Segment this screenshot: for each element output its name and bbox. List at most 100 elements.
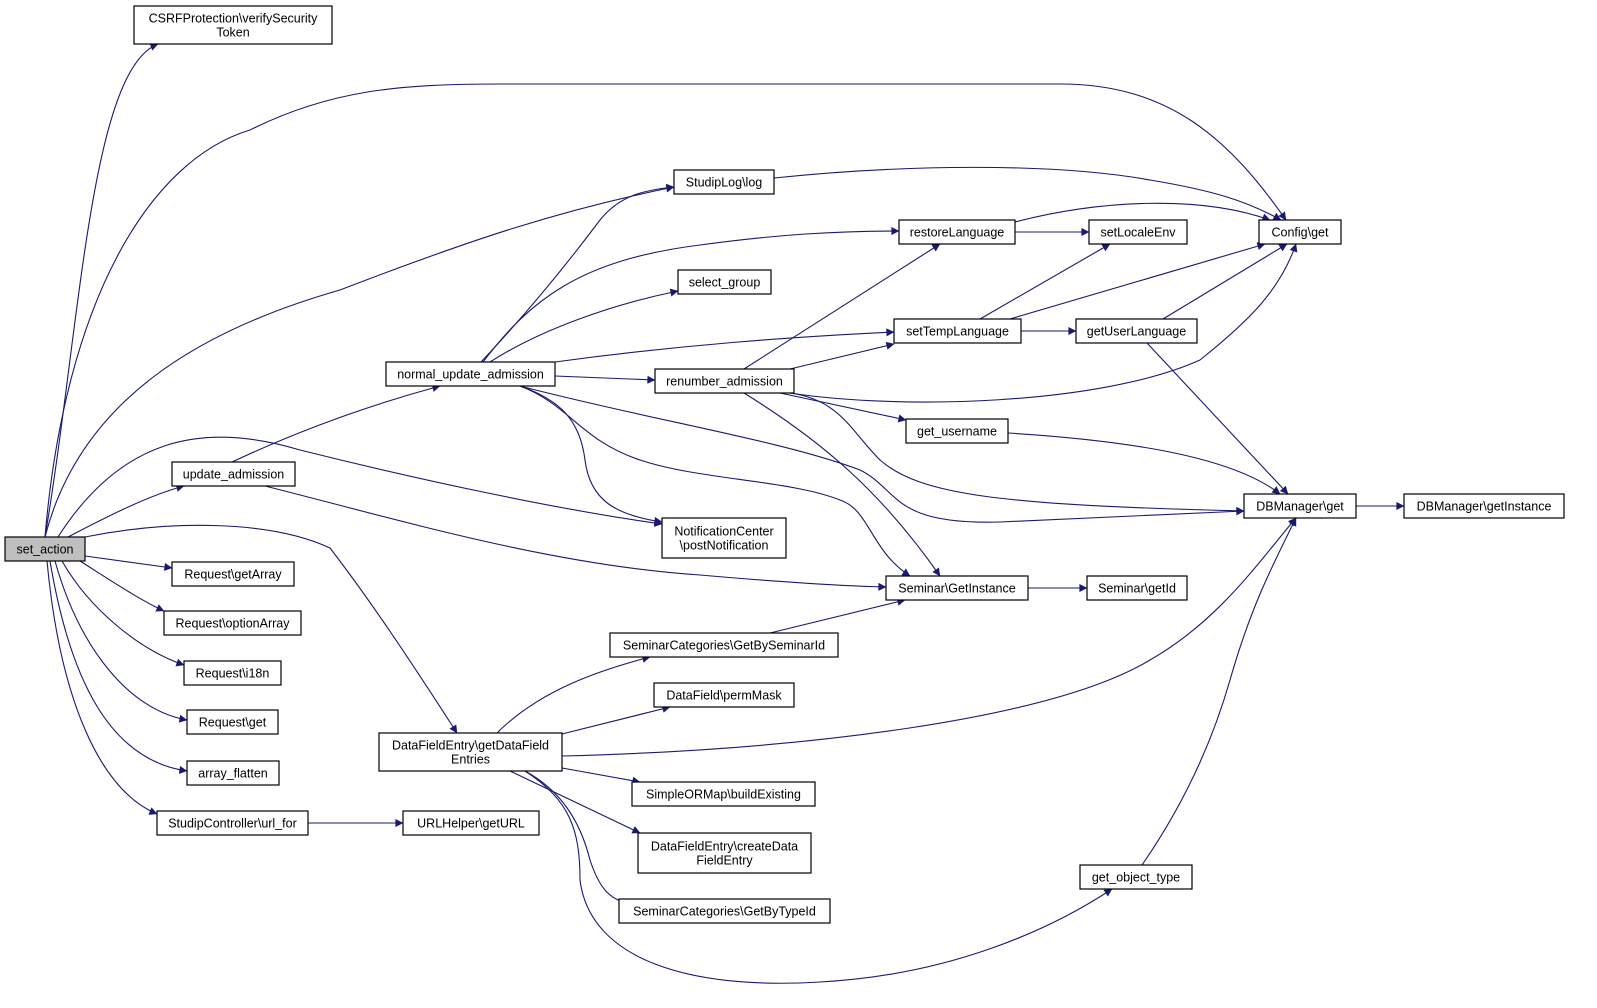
node-box <box>183 660 282 686</box>
edge-set_action-to-notification <box>57 436 663 538</box>
node-box <box>905 418 1009 444</box>
edge-dfe_get-to-dbm_get <box>561 517 1297 757</box>
edge-normal_update-to-seminar_getInstance <box>519 385 911 577</box>
node-set-action[interactable]: set_action <box>4 536 86 562</box>
node-label: FieldEntry <box>696 854 753 868</box>
edge-arrow <box>482 227 900 363</box>
edge-dfe_get-to-get_object_type <box>524 770 1113 984</box>
edge-arrow <box>44 184 675 538</box>
edge-normal_update-to-setTempLanguage <box>554 328 895 363</box>
node-seminar-getInstance[interactable]: Seminar\GetInstance <box>885 575 1029 601</box>
edge-studiplog-to-config_get <box>773 166 1282 221</box>
node-config-get[interactable]: Config\get <box>1258 219 1342 245</box>
edge-dfe_get-to-dfe_create <box>509 770 641 834</box>
node-box <box>171 561 295 587</box>
edge-arrow <box>231 384 441 463</box>
node-getUserLanguage[interactable]: getUserLanguage <box>1075 318 1198 344</box>
edge-set_action-to-url_for <box>46 560 158 815</box>
node-label: select_group <box>689 276 761 290</box>
node-label: renumber_admission <box>666 375 783 389</box>
node-dbm-get[interactable]: DBManager\get <box>1243 493 1357 519</box>
node-label: Entries <box>451 753 490 767</box>
edges-layer <box>44 43 1405 984</box>
edge-arrow <box>84 524 458 734</box>
node-label: Request\get <box>199 716 267 730</box>
node-label: Request\optionArray <box>176 617 291 631</box>
node-label: \postNotification <box>680 539 769 553</box>
node-normal-update[interactable]: normal_update_admission <box>385 361 556 387</box>
edge-arrow <box>1014 202 1271 223</box>
node-box <box>898 219 1016 245</box>
node-box <box>609 632 839 658</box>
node-label: Seminar\getId <box>1098 582 1176 596</box>
edge-arrow <box>1141 517 1297 866</box>
node-sorm-build[interactable]: SimpleORMap\buildExisting <box>631 781 816 807</box>
node-notification[interactable]: NotificationCenter\postNotification <box>661 517 787 559</box>
edge-semcat_bySem-to-seminar_getInstance <box>769 597 906 634</box>
node-req-get[interactable]: Request\get <box>186 709 279 735</box>
node-label: DataFieldEntry\createData <box>651 840 798 854</box>
edge-arrow <box>1146 342 1289 495</box>
node-req-optionArray[interactable]: Request\optionArray <box>163 610 302 636</box>
node-get-username[interactable]: get_username <box>905 418 1009 444</box>
node-urlhelper[interactable]: URLHelper\getURL <box>402 810 540 836</box>
edge-arrow <box>519 385 911 577</box>
edge-arrow <box>1009 242 1266 320</box>
edge-normal_update-to-studiplog <box>480 183 675 363</box>
edge-arrow <box>773 166 1282 221</box>
edge-arrow <box>44 43 159 538</box>
edge-arrow <box>561 767 641 785</box>
edge-arrow <box>49 560 188 774</box>
node-semcat-bySem[interactable]: SeminarCategories\GetBySeminarId <box>609 632 839 658</box>
edge-update_admission-to-normal_update <box>231 384 441 463</box>
edge-arrow <box>1162 243 1288 320</box>
edge-setTempLanguage-to-setLocaleEnv <box>979 243 1111 320</box>
edge-renumber-to-restoreLanguage <box>743 243 941 370</box>
edge-get_object_type-to-dbm_get <box>1141 517 1297 866</box>
node-array-flatten[interactable]: array_flatten <box>186 760 280 786</box>
node-update-admission[interactable]: update_admission <box>171 461 296 487</box>
edge-arrow <box>44 83 1287 538</box>
node-box <box>637 832 812 874</box>
node-req-getArray[interactable]: Request\getArray <box>171 561 295 587</box>
edge-arrow <box>1007 432 1281 495</box>
edge-set_action-to-req_i18n <box>61 560 185 667</box>
node-box <box>186 760 280 786</box>
edge-arrow <box>789 243 1298 403</box>
node-req-i18n[interactable]: Request\i18n <box>183 660 282 686</box>
node-label: set_action <box>17 543 74 557</box>
node-setLocaleEnv[interactable]: setLocaleEnv <box>1088 219 1188 245</box>
node-label: normal_update_admission <box>397 368 544 382</box>
edge-arrow <box>57 436 663 538</box>
edge-arrow <box>743 243 941 370</box>
node-datafield-perm[interactable]: DataField\permMask <box>653 682 795 708</box>
node-box <box>1075 318 1198 344</box>
node-seminar-getId[interactable]: Seminar\getId <box>1086 575 1188 601</box>
node-url-for[interactable]: StudipController\url_for <box>156 810 309 836</box>
edge-set_action-to-dfe_get <box>84 524 458 734</box>
node-get-object-type[interactable]: get_object_type <box>1079 864 1193 890</box>
node-setTempLanguage[interactable]: setTempLanguage <box>893 318 1022 344</box>
node-semcat-byType[interactable]: SeminarCategories\GetByTypeId <box>618 898 831 924</box>
node-label: Request\i18n <box>196 667 270 681</box>
edge-arrow <box>46 560 158 815</box>
node-label: SeminarCategories\GetBySeminarId <box>623 639 825 653</box>
edge-arrow <box>61 560 185 667</box>
node-label: restoreLanguage <box>910 226 1005 240</box>
node-label: get_object_type <box>1092 871 1180 885</box>
edge-dfe_get-to-semcat_bySem <box>496 655 651 734</box>
node-box <box>1243 493 1357 519</box>
edge-arrow <box>84 555 173 571</box>
edge-getUserLanguage-to-dbm_get <box>1146 342 1289 495</box>
edge-set_action-to-req_get <box>54 560 188 723</box>
node-restoreLanguage[interactable]: restoreLanguage <box>898 219 1016 245</box>
node-select-group[interactable]: select_group <box>677 269 772 295</box>
node-studiplog[interactable]: StudipLog\log <box>673 169 775 195</box>
node-renumber[interactable]: renumber_admission <box>654 368 795 394</box>
node-dbm-getInstance[interactable]: DBManager\getInstance <box>1403 493 1565 519</box>
edge-get_username-to-dbm_get <box>1007 432 1281 495</box>
